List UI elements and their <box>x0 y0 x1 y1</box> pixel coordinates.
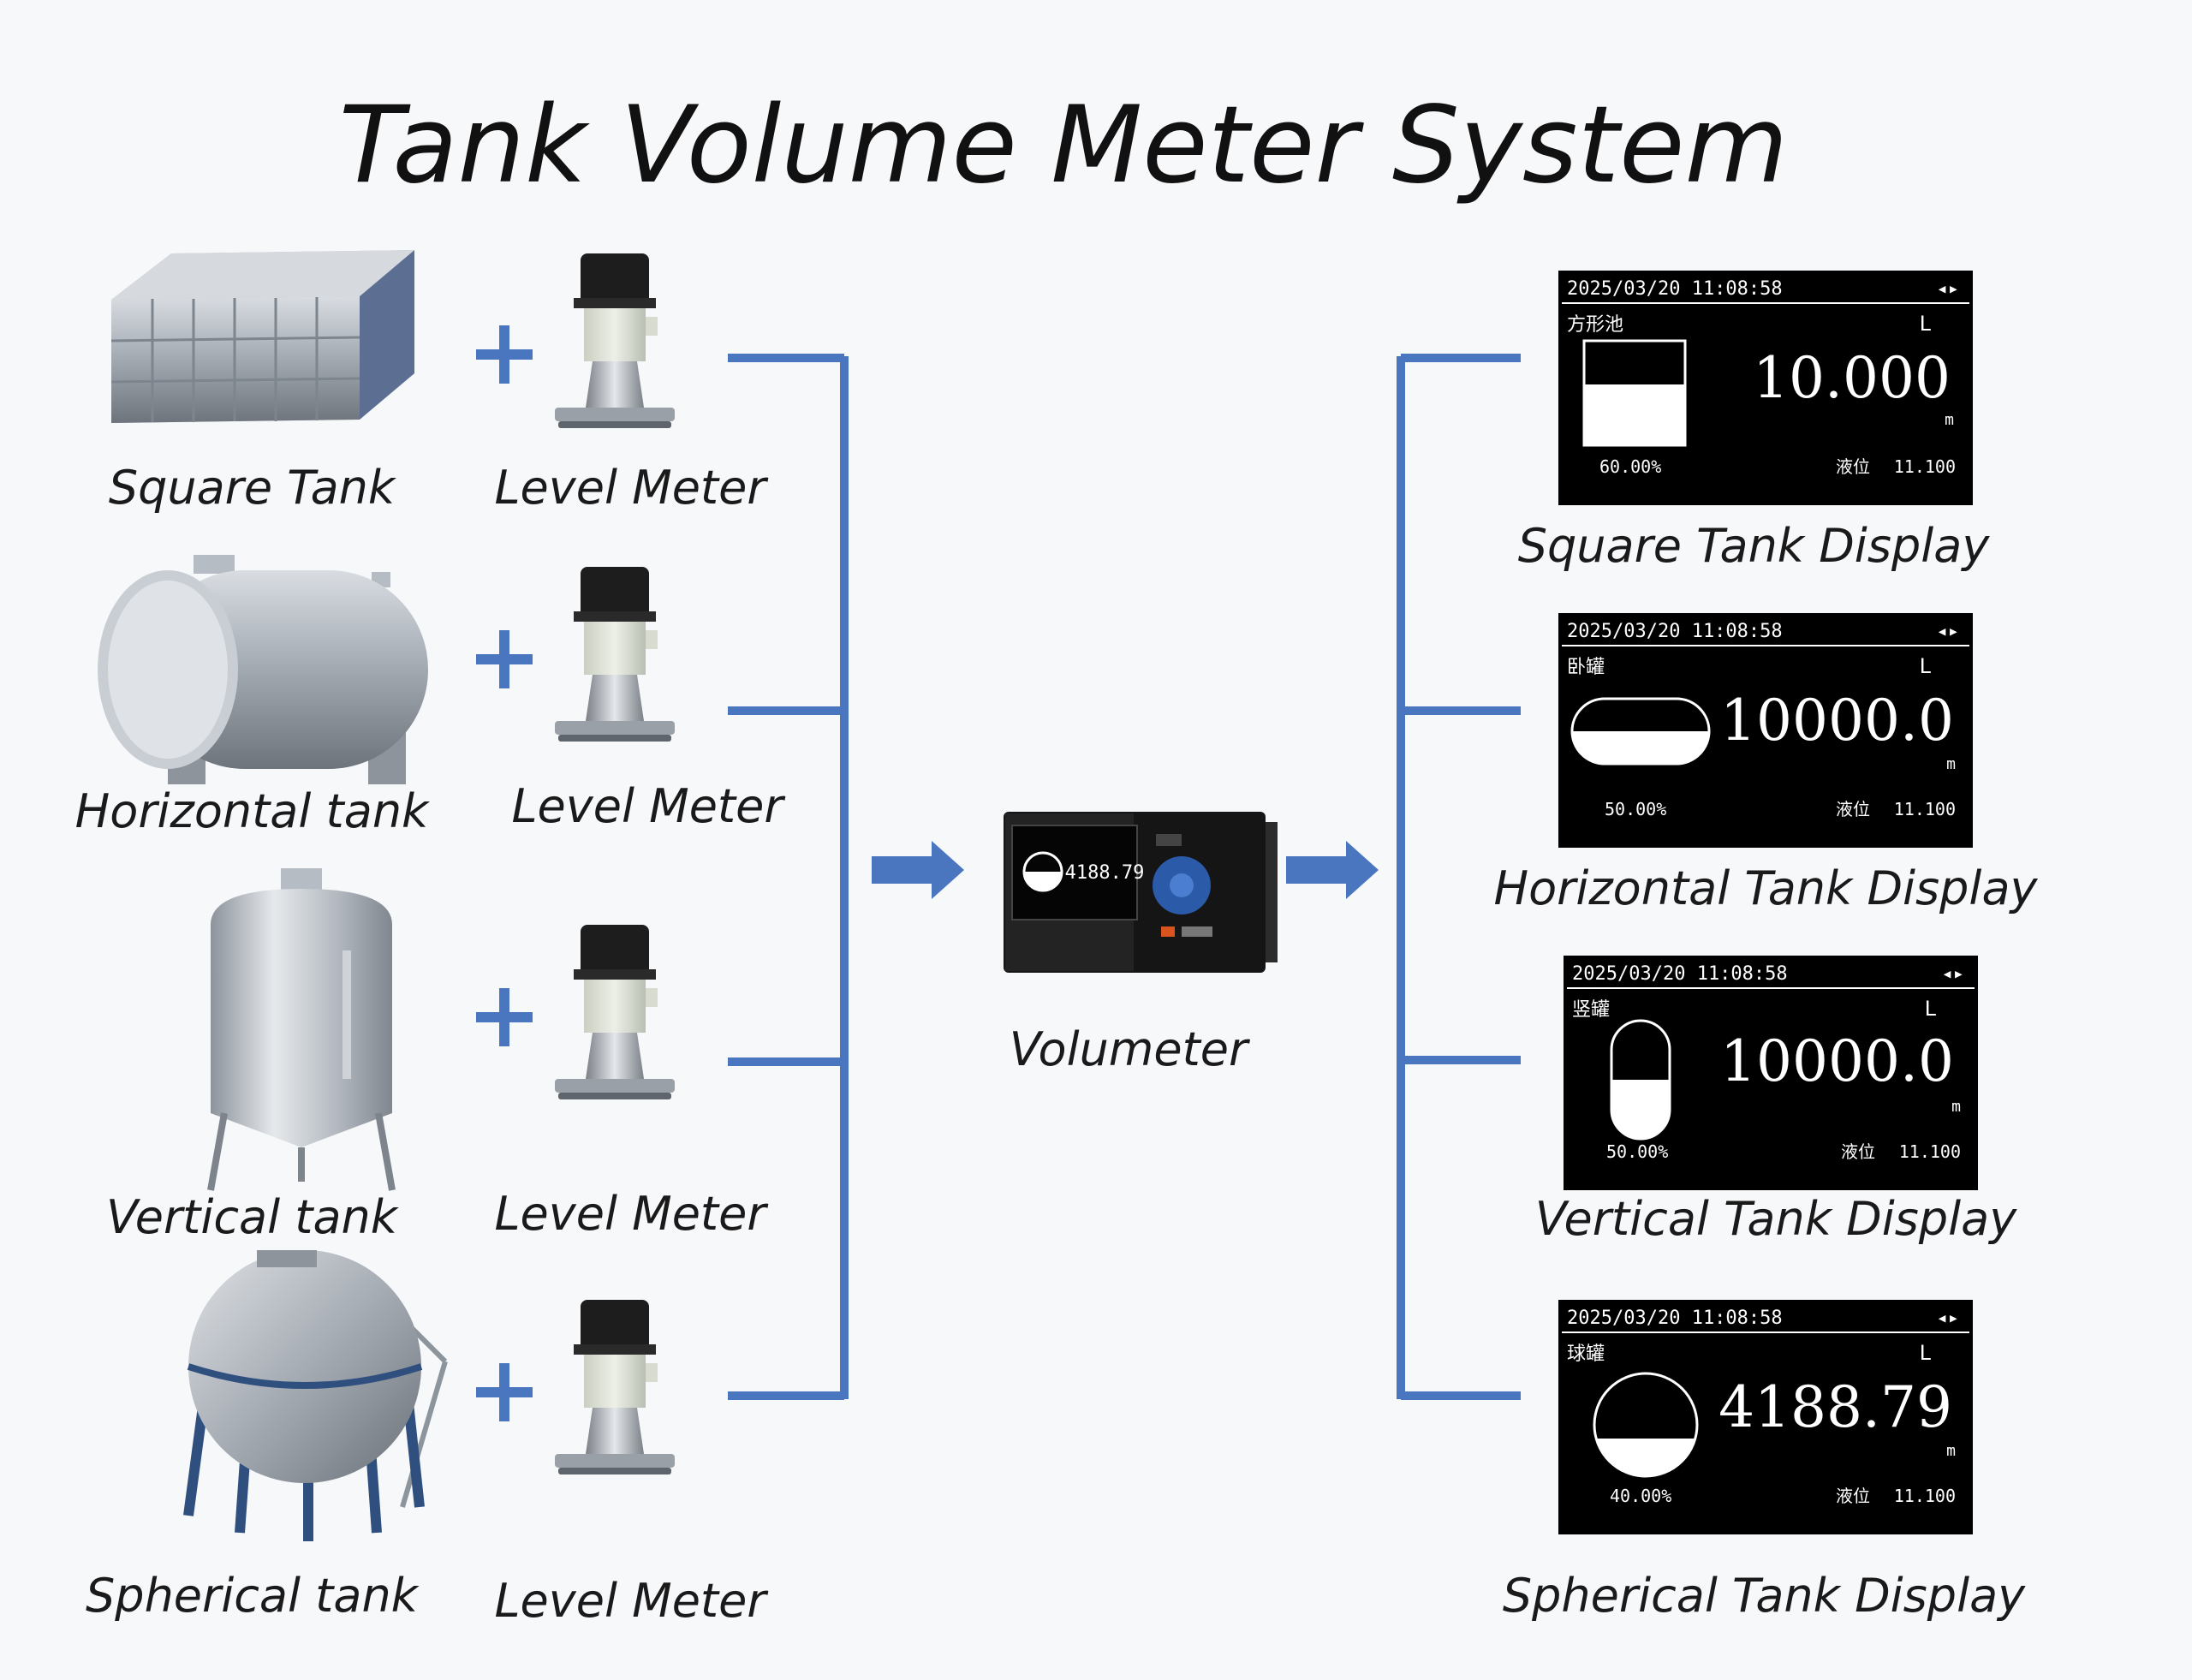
spherical-tank-display-label: Spherical Tank Display <box>1503 1569 2026 1623</box>
display-level-label: 液位 <box>1836 799 1870 819</box>
display-sub-unit: m <box>1951 1098 1961 1116</box>
display-datetime: 2025/03/20 11:08:58 <box>1572 963 1788 985</box>
square-tank-label: Square Tank <box>109 461 397 515</box>
display-unit: L <box>1920 654 1932 678</box>
volumeter-screen-value: 4188.79 <box>1065 862 1145 884</box>
display-unit: L <box>1925 997 1937 1021</box>
display-value: 10000.0 <box>1720 1028 1954 1094</box>
display-sub-unit: m <box>1945 411 1954 429</box>
display-sub-unit: m <box>1946 755 1956 773</box>
display-tank-name: 方形池 <box>1567 314 1623 336</box>
horizontal-tank-icon <box>98 555 428 784</box>
spherical-tank-icon <box>183 1250 448 1541</box>
volumeter-device: 4188.79 <box>1004 812 1278 973</box>
plus-icon <box>476 630 533 688</box>
display-tank-name: 卧罐 <box>1567 657 1605 678</box>
display-value: 10.000 <box>1753 345 1951 411</box>
display-level-label: 液位 <box>1836 1486 1870 1506</box>
display-level-label: 液位 <box>1841 1141 1875 1162</box>
nav-arrows-icon: ◂▸ <box>1937 621 1960 642</box>
nav-arrows-icon: ◂▸ <box>1942 963 1965 985</box>
display-sub-unit: m <box>1946 1442 1956 1460</box>
vertical-tank-display-label: Vertical Tank Display <box>1535 1192 2017 1246</box>
plus-icon <box>476 1363 533 1421</box>
nav-arrows-icon: ◂▸ <box>1937 278 1960 300</box>
level-meter-icon <box>555 253 675 428</box>
display-datetime: 2025/03/20 11:08:58 <box>1567 1308 1783 1329</box>
plus-icon <box>476 325 533 384</box>
display-datetime: 2025/03/20 11:08:58 <box>1567 621 1783 642</box>
vertical-tank-icon <box>207 868 396 1191</box>
volumeter-label: Volumeter <box>1010 1022 1250 1076</box>
horizontal-tank-display-label: Horizontal Tank Display <box>1493 861 2038 915</box>
spherical-tank-label: Spherical tank <box>86 1569 420 1623</box>
page-title: Tank Volume Meter System <box>339 84 1788 207</box>
vertical-tank-display: 2025/03/20 11:08:58 ◂▸ 竖罐 L 10000.0 m 50… <box>1564 956 1978 1190</box>
vertical-tank-label: Vertical tank <box>106 1190 400 1244</box>
display-percent: 60.00% <box>1599 456 1661 477</box>
display-percent: 50.00% <box>1605 799 1666 819</box>
display-tank-name: 球罐 <box>1567 1343 1605 1365</box>
level-meter-label: Level Meter <box>494 1187 768 1241</box>
nav-arrows-icon: ◂▸ <box>1937 1308 1960 1329</box>
arrow-right-icon <box>872 841 964 899</box>
square-tank-display: 2025/03/20 11:08:58 ◂▸ 方形池 L 10.000 m 60… <box>1558 271 1973 505</box>
display-level-value: 11.100 <box>1899 1141 1961 1162</box>
display-value: 4188.79 <box>1718 1374 1952 1440</box>
square-tank-icon <box>110 250 414 423</box>
right-connector <box>1397 354 1521 1400</box>
display-datetime: 2025/03/20 11:08:58 <box>1567 278 1783 300</box>
display-tank-name: 竖罐 <box>1572 999 1610 1021</box>
display-percent: 50.00% <box>1606 1141 1668 1162</box>
display-percent: 40.00% <box>1610 1486 1671 1506</box>
horizontal-tank-display: 2025/03/20 11:08:58 ◂▸ 卧罐 L 10000.0 m 50… <box>1558 613 1973 848</box>
display-level-label: 液位 <box>1836 456 1870 477</box>
level-meter-label: Level Meter <box>494 461 768 515</box>
level-meter-icon <box>555 567 675 742</box>
display-value: 10000.0 <box>1720 688 1954 754</box>
level-meter-icon <box>555 1300 675 1474</box>
horizontal-tank-label: Horizontal tank <box>75 784 431 838</box>
display-unit: L <box>1920 1341 1932 1365</box>
left-connector <box>728 354 849 1400</box>
display-unit: L <box>1920 312 1932 336</box>
level-meter-icon <box>555 925 675 1099</box>
display-level-value: 11.100 <box>1894 456 1956 477</box>
level-meter-label: Level Meter <box>494 1574 768 1628</box>
level-meter-label: Level Meter <box>511 779 785 833</box>
display-level-value: 11.100 <box>1894 1486 1956 1506</box>
spherical-tank-display: 2025/03/20 11:08:58 ◂▸ 球罐 L 4188.79 m 40… <box>1558 1300 1973 1534</box>
display-level-value: 11.100 <box>1894 799 1956 819</box>
plus-icon <box>476 988 533 1046</box>
arrow-right-icon <box>1286 841 1379 899</box>
square-tank-display-label: Square Tank Display <box>1518 519 1991 573</box>
